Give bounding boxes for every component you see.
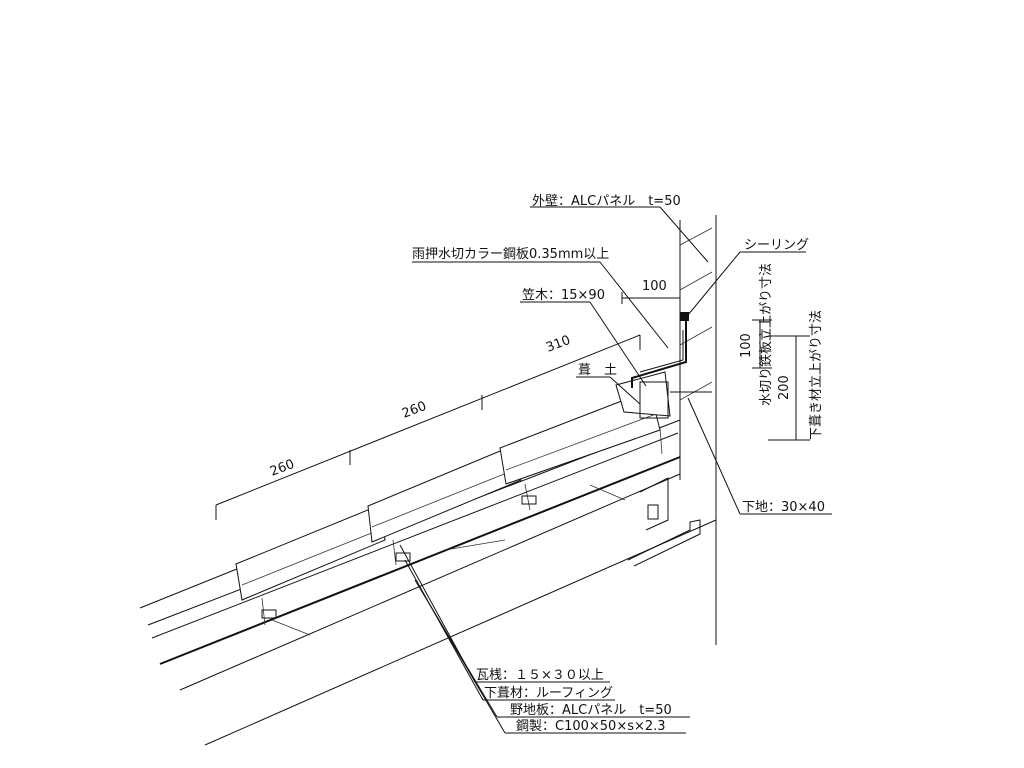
roof-structure xyxy=(139,419,717,746)
dim-260-a: 260 xyxy=(400,399,429,422)
label-kasagi: 笠木：15×90 xyxy=(522,288,605,303)
label-sealing: シーリング xyxy=(744,238,809,253)
label-sheathing: 野地板：ALCパネル t=50 xyxy=(510,703,672,718)
outer-wall xyxy=(679,215,717,645)
label-outer-wall: 外壁：ALCパネル t=50 xyxy=(532,194,681,209)
label-batten: 瓦桟：１５×３０以上 xyxy=(476,668,604,683)
label-mortar: 葺 土 xyxy=(578,363,617,378)
label-underlay-rise: 下葺き材立上がり寸法 xyxy=(809,310,824,440)
kasagi-wood xyxy=(639,381,669,419)
dim-310: 310 xyxy=(544,333,573,356)
dim-260-b: 260 xyxy=(268,457,297,480)
label-underlay: 下葺材：ルーフィング xyxy=(484,686,613,701)
roof-tiles xyxy=(235,371,671,626)
dim-100-top: 100 xyxy=(642,279,667,294)
tile-1 xyxy=(235,504,386,601)
tile-4 xyxy=(615,371,671,417)
label-steel: 鋼製：C100×50×s×2.3 xyxy=(516,719,666,734)
leader-lines xyxy=(399,206,832,734)
label-base: 下地：30×40 xyxy=(742,500,825,515)
tile-2 xyxy=(367,443,522,543)
sealing-joint xyxy=(680,312,689,321)
label-flashing: 雨押水切カラー鋼板0.35mm以上 xyxy=(412,247,609,262)
dimension-lines xyxy=(215,292,810,520)
dim-100-vert: 100 xyxy=(739,333,754,358)
flashing xyxy=(631,320,712,419)
dim-200-vert: 200 xyxy=(777,375,792,400)
label-flashing-rise: 水切り鉄板立上がり寸法 xyxy=(759,263,774,406)
